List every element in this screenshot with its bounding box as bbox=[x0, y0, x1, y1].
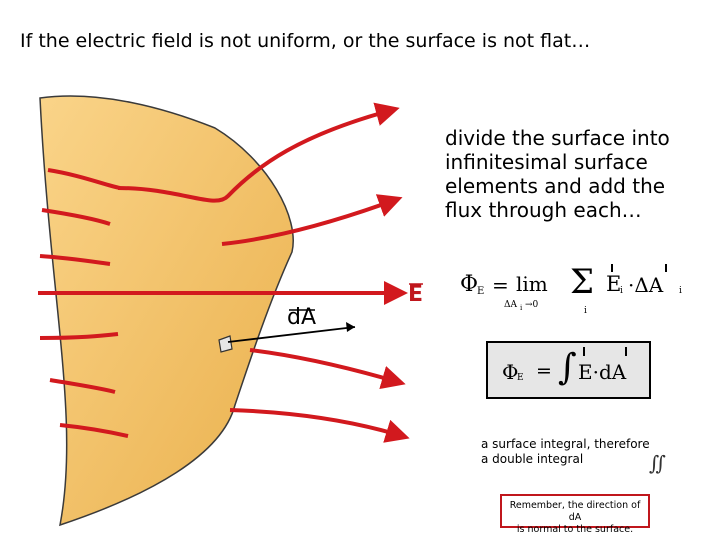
flux-limit-equation: Φ E = lim ΔA i →0 Σ i E i ·ΔA i bbox=[458, 262, 690, 326]
field-line-2-through bbox=[221, 194, 403, 246]
reminder-line-2: is normal to the surface. bbox=[516, 524, 634, 535]
eq1-equals: = bbox=[492, 273, 509, 297]
eq1-lim: lim bbox=[516, 272, 548, 296]
field-line-1-through bbox=[117, 102, 400, 203]
eq1-lim-sub-b: i bbox=[520, 304, 523, 312]
field-line-7 bbox=[59, 423, 129, 438]
eq1-dot-da: ·ΔA bbox=[628, 273, 664, 297]
curved-surface bbox=[39, 95, 294, 527]
field-line-5 bbox=[39, 332, 119, 340]
eq2-body: E·dA bbox=[578, 360, 627, 384]
field-line-3 bbox=[39, 254, 111, 266]
eq1-term-e: E bbox=[606, 272, 622, 296]
eq1-lim-sub-a: ΔA bbox=[504, 300, 517, 310]
field-line-2 bbox=[41, 208, 111, 226]
description-text: divide the surface into infinitesimal su… bbox=[445, 126, 670, 222]
eq1-lim-sub-c: →0 bbox=[525, 300, 539, 310]
slide-title: If the electric field is not uniform, or… bbox=[20, 30, 591, 52]
surface-integral-note-line-2: a double integral bbox=[481, 452, 584, 466]
flux-integral-equation: Φ E = ∫ E·dA bbox=[488, 343, 649, 397]
surface-integral-note-line-1: a surface integral, therefore bbox=[481, 437, 650, 451]
eq1-term-e-sub: i bbox=[620, 286, 623, 296]
normal-vector-head bbox=[346, 322, 355, 332]
eq1-phi: Φ bbox=[460, 272, 479, 297]
surface-integral-note: a surface integral, therefore a double i… bbox=[481, 437, 650, 467]
reminder-line-1: Remember, the direction of dA bbox=[509, 500, 641, 523]
eq1-term-a-sub: i bbox=[679, 286, 682, 296]
eq2-phi: Φ bbox=[502, 360, 519, 384]
eq2-integral: ∫ bbox=[558, 347, 577, 388]
eq1-sigma-sub: i bbox=[584, 306, 587, 316]
field-line-7-through bbox=[229, 408, 410, 443]
area-vector-label: dA bbox=[287, 305, 317, 330]
eq2-vector-ticks bbox=[583, 347, 627, 356]
reminder-box: Remember, the direction of dA is normal … bbox=[500, 494, 650, 535]
double-integral-symbol: ∬ bbox=[649, 451, 667, 475]
field-line-5-through bbox=[249, 348, 406, 390]
eq1-vector-ticks bbox=[611, 264, 667, 272]
field-line-1 bbox=[47, 168, 121, 190]
flux-integral-box: Φ E = ∫ E·dA bbox=[486, 341, 651, 399]
eq1-sigma: Σ bbox=[570, 262, 595, 302]
field-line-6 bbox=[49, 378, 116, 394]
field-vector-label: E bbox=[408, 282, 424, 307]
normal-vector bbox=[227, 326, 356, 343]
area-element-patch bbox=[218, 335, 233, 353]
eq1-phi-sub: E bbox=[477, 286, 485, 297]
eq2-phi-sub: E bbox=[517, 373, 524, 383]
eq2-equals: = bbox=[536, 360, 552, 382]
